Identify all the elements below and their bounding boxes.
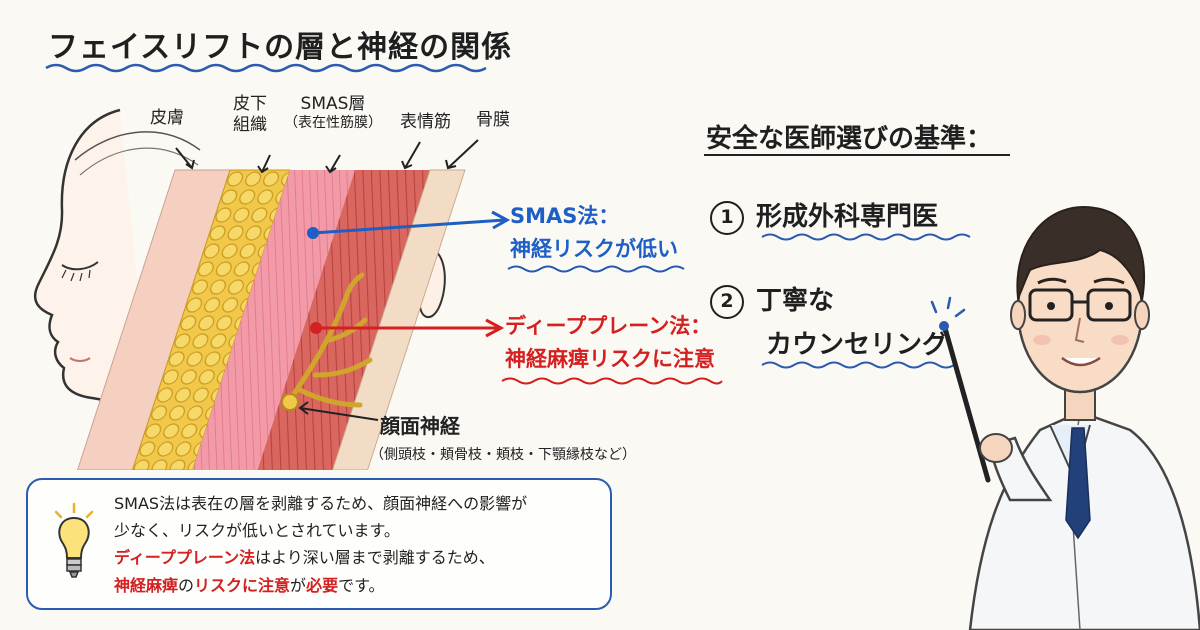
hand: [979, 433, 1013, 463]
criteria-item-1-underline: [761, 233, 971, 241]
label-subcutaneous: 皮下組織: [233, 94, 267, 136]
pointer-stick: [942, 325, 991, 483]
smas-callout: SMAS法： 神経リスクが低い: [510, 204, 678, 261]
label-muscle: 表情筋: [400, 112, 451, 132]
nerve-trunk: [281, 393, 299, 411]
smas-underline: [507, 265, 685, 273]
lightbulb-icon: [54, 502, 94, 578]
hair: [1016, 205, 1146, 302]
criteria-item-2-underline: [761, 361, 955, 369]
facial-nerve-branches: （側頭枝・頬骨枝・頬枝・下顎縁枝など）: [370, 447, 636, 463]
page-title: フェイスリフトの層と神経の関係: [48, 30, 513, 65]
facial-nerve-label: 顔面神経: [380, 414, 460, 438]
label-skin: 皮膚: [150, 108, 184, 128]
criteria-title: 安全な医師選びの基準：: [706, 124, 993, 154]
deep-plane-callout: ディーププレーン法： 神経麻痺リスクに注意: [505, 314, 715, 371]
info-box: SMAS法は表在の層を剥離するため、顔面神経への影響が 少なく、リスクが低いとさ…: [26, 478, 612, 610]
label-periosteum: 骨膜: [476, 110, 510, 130]
tie: [1065, 427, 1091, 540]
doctor-illustration: [930, 205, 1200, 630]
info-text: SMAS法は表在の層を剥離するため、顔面神経への影響が 少なく、リスクが低いとさ…: [114, 494, 528, 595]
deep-plane-underline: [501, 377, 723, 385]
layer-periosteum: [331, 169, 466, 470]
criteria-item-2-line2: カウンセリング: [766, 330, 949, 360]
face-layer-illustration: [33, 108, 511, 470]
smas-arrow: [312, 218, 506, 235]
layer-muscle: [257, 170, 430, 470]
criteria-title-underline: [704, 154, 1010, 156]
layer-smas: [192, 170, 355, 470]
label-smas: SMAS層（表在性筋膜）: [284, 94, 382, 132]
facial-nerve: [287, 272, 373, 408]
title-underline: [45, 63, 487, 73]
